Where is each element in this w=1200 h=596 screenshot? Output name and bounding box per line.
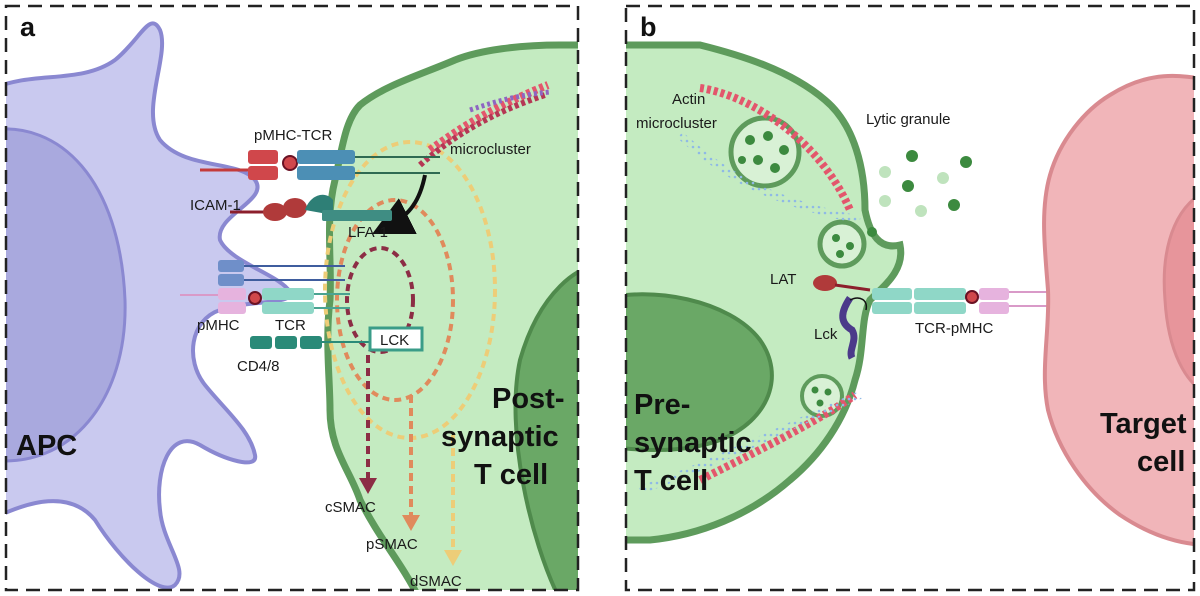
panel-a: pMHC-TCR microcluster ICAM-1 LFA-1 pMHC … [6,21,578,590]
label-csmac: cSMAC [325,499,376,516]
panel-b: Actin microcluster Lytic granule LAT Lck… [626,41,1194,547]
label-tcr-pmhc: TCR-pMHC [915,320,993,337]
panel-a-letter: a [20,12,36,42]
label-tcr: TCR [275,317,306,334]
csmac-ring [345,246,415,354]
microtubule-filament [677,131,861,224]
target-cell [1042,73,1194,547]
microcluster-arrow [372,174,427,234]
lck-box [368,326,424,352]
label-pmhc: pMHC [197,317,240,334]
label-lfa1: LFA-1 [348,224,388,241]
post-synaptic-nucleus [513,269,578,590]
label-post-line2: synaptic [441,421,559,453]
label-post-line3: T cell [474,459,548,491]
actin-filament [418,92,546,168]
icam1-lfa1-complex [230,194,392,221]
label-pre-line2: synaptic [634,427,752,459]
label-target-line2: cell [1137,446,1185,478]
lytic-granule-vesicle [817,219,867,269]
label-lat: LAT [770,271,796,288]
lat-lck-tcr-complex [813,275,1050,360]
pmhc-tcr-complex [200,150,440,180]
actin-filament [698,391,858,484]
microtubule-filament [638,391,862,494]
label-dsmac: dSMAC [410,573,462,590]
label-pre-line3: T cell [634,465,708,497]
actin-filament [427,81,550,154]
label-pmhc-tcr: pMHC-TCR [254,127,332,144]
label-microcluster: microcluster [450,141,531,158]
pmhc-tcr-lower-complex [180,260,350,314]
label-target-line1: Target [1100,408,1187,440]
target-nucleus [1162,197,1194,387]
label-actin-line2: microcluster [636,115,717,132]
label-cd48: CD4/8 [237,358,280,375]
label-icam1: ICAM-1 [190,197,241,214]
label-psmac: pSMAC [366,536,418,553]
pre-synaptic-nucleus [626,292,774,452]
actin-filament [469,89,551,113]
label-apc: APC [16,430,77,462]
released-granules [867,150,972,237]
panel-a-border [4,4,580,592]
label-lck: LCK [380,332,409,349]
label-actin-line1: Actin [672,91,705,108]
actin-filament [699,84,854,212]
label-post-line1: Post- [492,383,565,415]
label-lck-b: Lck [814,326,838,343]
panel-b-border [624,4,1196,592]
cd48-coreceptor [250,336,370,349]
panel-b-letter: b [640,12,657,42]
apc-nucleus [6,127,127,463]
label-pre-line1: Pre- [634,389,690,421]
label-lytic-granule: Lytic granule [866,111,951,128]
